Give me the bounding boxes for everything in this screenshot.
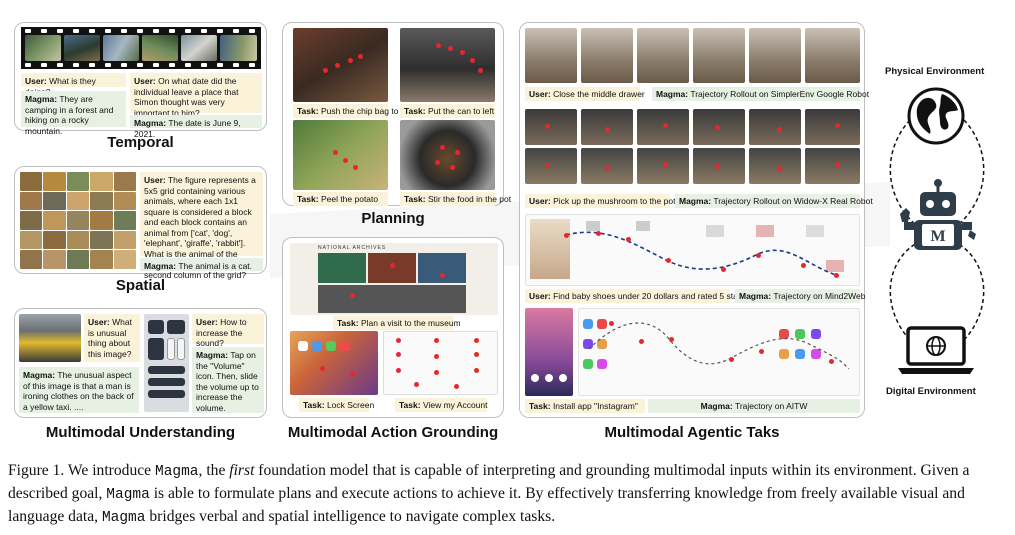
planning-image-3 <box>293 120 388 190</box>
digital-environment-label: Digital Environment <box>886 386 976 397</box>
understanding-panel: User: What is unusual thing about this i… <box>14 308 267 418</box>
video-frame <box>25 35 61 61</box>
spatial-user-question: User: The figure represents a 5x5 grid c… <box>140 172 263 280</box>
film-strip <box>21 27 261 69</box>
section-title-grounding: Multimodal Action Grounding <box>287 424 499 441</box>
understanding-user-question-1: User: What is unusual thing about this i… <box>84 314 140 362</box>
agentic-row1-user: User: Close the middle drawer <box>525 87 645 101</box>
connection-arcs <box>889 119 985 341</box>
aitw-screens <box>578 308 860 396</box>
aitw-home-screen <box>525 308 573 396</box>
agentic-row2-magma: Magma: Trajectory Rollout on Widow-X Rea… <box>675 194 873 208</box>
understanding-user-question-2: User: How to increase the sound? <box>192 314 264 348</box>
video-frame <box>142 35 178 61</box>
agentic-row3-user: User: Find baby shoes under 20 dollars a… <box>525 289 747 303</box>
planning-panel: Task: Push the chip bag to left Task: Pu… <box>282 22 511 206</box>
control-center-screenshot <box>144 314 189 412</box>
grounding-panel: NATIONAL ARCHIVES Task: Plan a visit to … <box>282 237 504 418</box>
grounding-task-museum: Task: Plan a visit to the museum <box>333 316 461 330</box>
agentic-row2-user: User: Pick up the mushroom to the pot <box>525 194 675 208</box>
mind2web-trajectory <box>565 231 837 276</box>
site-title: NATIONAL ARCHIVES <box>318 245 387 251</box>
understanding-magma-answer-2: Magma: Tap on the "Volume" icon. Then, s… <box>192 347 264 413</box>
taxi-image <box>19 314 81 362</box>
planning-task-4: Task: Stir the food in the pot <box>400 192 511 206</box>
figure-caption: Figure 1. We introduce Magma, the first … <box>8 462 970 526</box>
section-title-agentic: Multimodal Agentic Taks <box>604 424 780 441</box>
section-title-temporal: Temporal <box>107 134 174 151</box>
spatial-magma-answer: Magma: The animal is a cat. <box>140 258 263 271</box>
agentic-row3-magma: Magma: Trajectory on Mind2Web <box>735 289 865 303</box>
section-title-understanding: Multimodal Understanding <box>45 424 236 441</box>
planning-image-1 <box>293 28 388 102</box>
animal-grid <box>20 172 136 269</box>
planning-task-3: Task: Peel the potato <box>293 192 388 206</box>
planning-task-2: Task: Put the can to left <box>400 104 495 118</box>
agentic-panel: User: Close the middle drawer Magma: Tra… <box>519 22 873 418</box>
video-frame <box>64 35 100 61</box>
video-frame <box>181 35 217 61</box>
understanding-magma-answer-1: Magma: The unusual aspect of this image … <box>19 367 139 413</box>
planning-image-2 <box>400 28 495 102</box>
spatial-panel: User: The figure represents a 5x5 grid c… <box>14 166 267 280</box>
planning-image-4 <box>400 120 495 190</box>
temporal-magma-answer-1: Magma: They are camping in a forest and … <box>21 91 126 136</box>
temporal-user-question-2: User: On what date did the individual le… <box>130 73 262 118</box>
temporal-user-question-1: User: What is they doing? <box>21 73 126 97</box>
robot-icon: M <box>900 179 976 250</box>
laptop-globe-icon <box>898 326 974 374</box>
section-title-planning: Planning <box>361 210 425 227</box>
agentic-row4-magma: Magma: Trajectory on AITW <box>648 399 860 413</box>
section-title-spatial: Spatial <box>115 277 166 294</box>
agentic-row4-task: Task: Install app "Instagram" <box>525 399 645 413</box>
account-page-screenshot <box>383 331 498 395</box>
video-frame <box>103 35 139 61</box>
agentic-row1-magma: Magma: Trajectory Rollout on SimplerEnv … <box>652 87 869 101</box>
planning-task-1: Task: Push the chip bag to left <box>293 104 412 118</box>
grounding-task-account: Task: View my Account <box>395 398 488 412</box>
temporal-panel: User: What is they doing? User: On what … <box>14 22 267 139</box>
physical-environment-label: Physical Environment <box>885 66 985 77</box>
mind2web-screens <box>525 214 860 286</box>
video-frame <box>220 35 257 61</box>
grounding-task-lock: Task: Lock Screen <box>299 398 374 412</box>
museum-website-screenshot: NATIONAL ARCHIVES <box>290 243 498 315</box>
globe-icon <box>907 87 965 145</box>
ipad-home-screenshot <box>290 331 378 395</box>
robot-letter: M <box>930 228 945 245</box>
temporal-magma-answer-2: Magma: The date is June 9, 2021. <box>130 115 262 139</box>
aitw-trajectory <box>588 322 850 370</box>
